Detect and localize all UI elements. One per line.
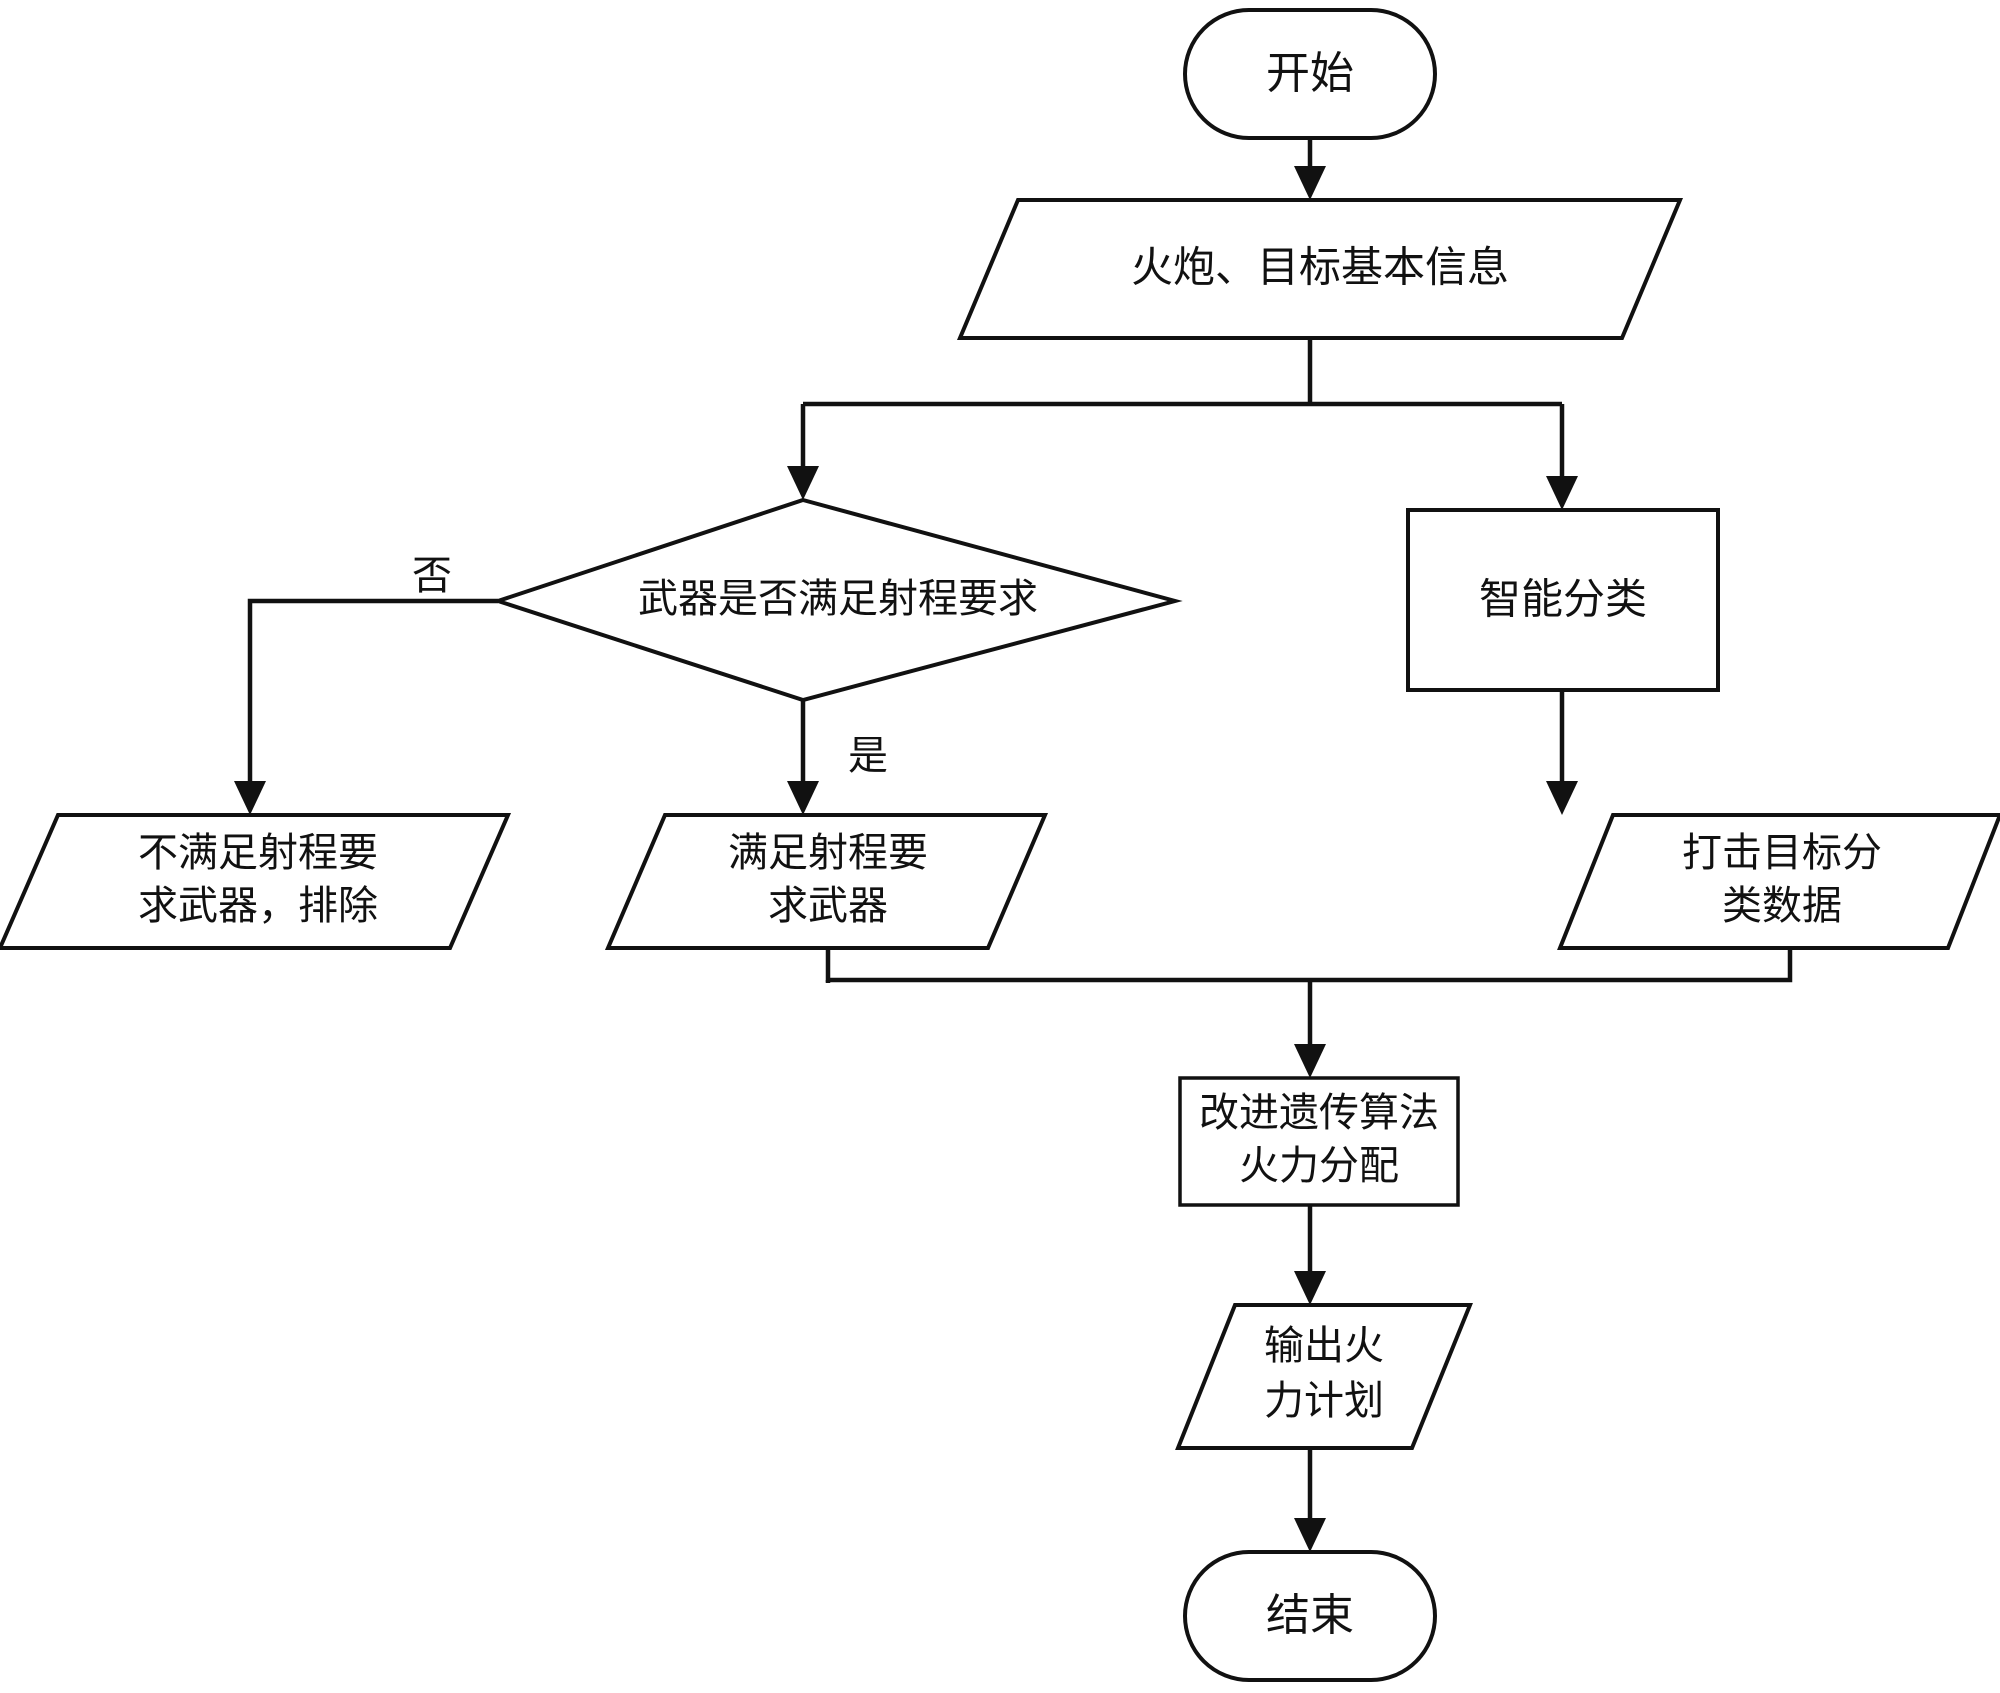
arrowhead-decision-yes	[787, 781, 819, 815]
arrowhead-merge-to-ga	[1294, 1044, 1326, 1078]
node-start[interactable]: 开始	[1183, 8, 1437, 140]
connector-decision-no	[247, 598, 498, 795]
arrowhead-ga-to-output	[1294, 1271, 1326, 1305]
smart-classify-label: 智能分类	[1479, 575, 1647, 624]
arrowhead-output-to-end	[1294, 1518, 1326, 1552]
input-info-label: 火炮、目标基本信息	[1131, 243, 1509, 292]
edge-label-yes: 是	[848, 733, 888, 779]
arrowhead-start-to-input	[1294, 166, 1326, 200]
node-genetic-algorithm[interactable]: 改进遗传算法 火力分配	[1178, 1076, 1460, 1207]
node-output-plan[interactable]: 输出火 力计划	[1175, 1303, 1473, 1450]
output-plan-line1: 输出火	[1264, 1323, 1384, 1369]
arrowhead-fork-to-decision	[787, 466, 819, 500]
end-shape	[1183, 1550, 1437, 1682]
edge-label-no: 否	[412, 553, 452, 599]
target-class-data-shape	[1557, 813, 2000, 950]
node-smart-classify[interactable]: 智能分类	[1406, 508, 1720, 692]
target-class-data-line1: 打击目标分	[1682, 830, 1882, 876]
genetic-algorithm-line2: 火力分配	[1239, 1143, 1399, 1189]
arrowhead-classify-to-data	[1546, 781, 1578, 815]
arrowhead-decision-no	[234, 781, 266, 815]
not-satisfy-line1: 不满足射程要	[138, 830, 378, 876]
satisfy-shape	[604, 813, 1049, 950]
node-satisfy[interactable]: 满足射程要 求武器	[604, 813, 1049, 950]
node-input-info[interactable]: 火炮、目标基本信息	[956, 198, 1684, 340]
start-shape	[1183, 8, 1437, 140]
node-target-class-data[interactable]: 打击目标分 类数据	[1557, 813, 2000, 950]
connector-layer	[234, 137, 1793, 1552]
node-not-satisfy[interactable]: 不满足射程要 求武器，排除	[0, 813, 512, 950]
decision-range-shape	[491, 497, 1183, 703]
output-plan-shape	[1175, 1303, 1473, 1450]
target-class-data-line2: 类数据	[1722, 883, 1842, 929]
satisfy-line1: 满足射程要	[728, 830, 928, 876]
satisfy-line2: 求武器	[768, 883, 888, 929]
end-label: 结束	[1266, 1590, 1354, 1641]
not-satisfy-shape	[0, 813, 512, 950]
arrowhead-fork-to-classify	[1546, 476, 1578, 510]
node-decision-range[interactable]: 武器是否满足射程要求	[491, 497, 1183, 703]
decision-range-label: 武器是否满足射程要求	[638, 576, 1038, 622]
genetic-algorithm-line1: 改进遗传算法	[1199, 1090, 1439, 1136]
not-satisfy-line2: 求武器，排除	[138, 883, 378, 929]
start-label: 开始	[1266, 48, 1354, 99]
smart-classify-shape	[1406, 508, 1720, 692]
input-info-shape	[956, 198, 1684, 340]
node-end[interactable]: 结束	[1183, 1550, 1437, 1682]
genetic-algorithm-shape	[1178, 1076, 1460, 1207]
output-plan-line2: 力计划	[1264, 1378, 1384, 1424]
